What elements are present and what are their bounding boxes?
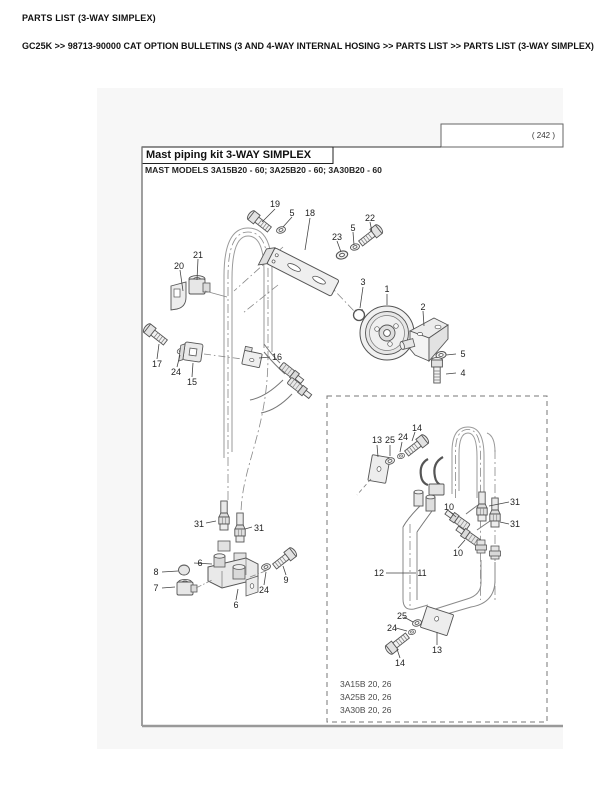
inset-clamp-block — [428, 483, 445, 496]
part-callout-13: 13 — [431, 645, 443, 655]
pulley-1 — [359, 305, 415, 361]
part-callout-20: 20 — [173, 261, 185, 271]
part-callout-31: 31 — [509, 497, 521, 507]
inset-model-line: 3A15B 20, 26 — [340, 679, 392, 689]
part-callout-10: 10 — [443, 502, 455, 512]
page-title: PARTS LIST (3-WAY SIMPLEX) — [22, 13, 156, 23]
fitting-31 — [489, 497, 501, 528]
snap-ring-3 — [352, 308, 366, 322]
part-callout-24: 24 — [386, 623, 398, 633]
clamp-link-line — [204, 290, 228, 298]
inset-elbow-fittings — [413, 489, 436, 512]
inset-model-list: 3A15B 20, 26 3A25B 20, 26 3A30B 20, 26 — [340, 678, 392, 717]
part-callout-24: 24 — [258, 585, 270, 595]
manifold-block — [207, 540, 259, 597]
part-callout-1: 1 — [384, 284, 390, 294]
diagram-title: Mast piping kit 3-WAY SIMPLEX — [146, 149, 312, 161]
breadcrumb: GC25K >> 98713-90000 CAT OPTION BULLETIN… — [22, 41, 594, 51]
part-callout-21: 21 — [192, 250, 204, 260]
part-callout-22: 22 — [364, 213, 376, 223]
part-callout-14: 14 — [394, 658, 406, 668]
part-callout-2: 2 — [420, 302, 426, 312]
inset-hoses — [402, 505, 433, 533]
part-callout-5: 5 — [289, 208, 295, 218]
part-callout-25: 25 — [384, 435, 396, 445]
part-callout-6: 6 — [233, 600, 239, 610]
fitting-31 — [234, 512, 246, 543]
part-callout-25: 25 — [396, 611, 408, 621]
part-callout-14: 14 — [411, 423, 423, 433]
chain-line — [195, 569, 269, 589]
bracket-2 — [399, 317, 449, 363]
part-callout-9: 9 — [283, 575, 289, 585]
plate-13-top — [367, 454, 391, 484]
part-callout-19: 19 — [269, 199, 281, 209]
inset-lower-connectors — [475, 539, 501, 560]
inset-dashed-box — [326, 395, 548, 723]
part-callout-10: 10 — [452, 548, 464, 558]
bracket-plate-18 — [257, 247, 339, 297]
part-callout-18: 18 — [304, 208, 316, 218]
part-callout-8: 8 — [153, 567, 159, 577]
plug-8 — [178, 564, 190, 576]
chain-line — [203, 353, 243, 360]
part-callout-15: 15 — [186, 377, 198, 387]
part-callout-24: 24 — [397, 432, 409, 442]
bracket-16 — [241, 345, 263, 368]
chain-line — [356, 478, 372, 496]
part-callout-23: 23 — [331, 232, 343, 242]
part-callout-13: 13 — [371, 435, 383, 445]
part-callout-12: 12 — [373, 568, 385, 578]
page-number: ( 242 ) — [531, 131, 555, 140]
inset-clamp-claws — [419, 456, 444, 487]
part-callout-31: 31 — [253, 523, 265, 533]
fitting-31 — [476, 491, 488, 522]
part-callout-31: 31 — [193, 519, 205, 529]
inset-model-line: 3A25B 20, 26 — [340, 692, 392, 702]
part-callout-5: 5 — [460, 349, 466, 359]
part-callout-6: 6 — [197, 558, 203, 568]
part-callout-7: 7 — [153, 583, 159, 593]
part-callout-17: 17 — [151, 359, 163, 369]
diagram-frame — [141, 123, 564, 728]
fitting-31 — [218, 500, 230, 531]
part-callout-11: 11 — [417, 568, 427, 578]
assembly-chain-lines — [233, 246, 355, 314]
bracket-20 — [170, 281, 187, 311]
callout-leader-lines — [156, 208, 510, 659]
inset-model-line: 3A30B 20, 26 — [340, 705, 392, 715]
elbow-7 — [176, 578, 198, 596]
diagram-subtitle: MAST MODELS 3A15B20 - 60; 3A25B20 - 60; … — [145, 165, 382, 175]
plate-13-bottom — [420, 606, 454, 636]
page-number-box: ( 242 ) — [441, 124, 563, 147]
mast-hoses — [249, 343, 293, 414]
part-callout-5: 5 — [350, 223, 356, 233]
part-callout-4: 4 — [460, 368, 466, 378]
part-callout-16: 16 — [271, 352, 283, 362]
part-callout-31: 31 — [509, 519, 521, 529]
part-callout-24: 24 — [170, 367, 182, 377]
part-callout-3: 3 — [360, 277, 366, 287]
